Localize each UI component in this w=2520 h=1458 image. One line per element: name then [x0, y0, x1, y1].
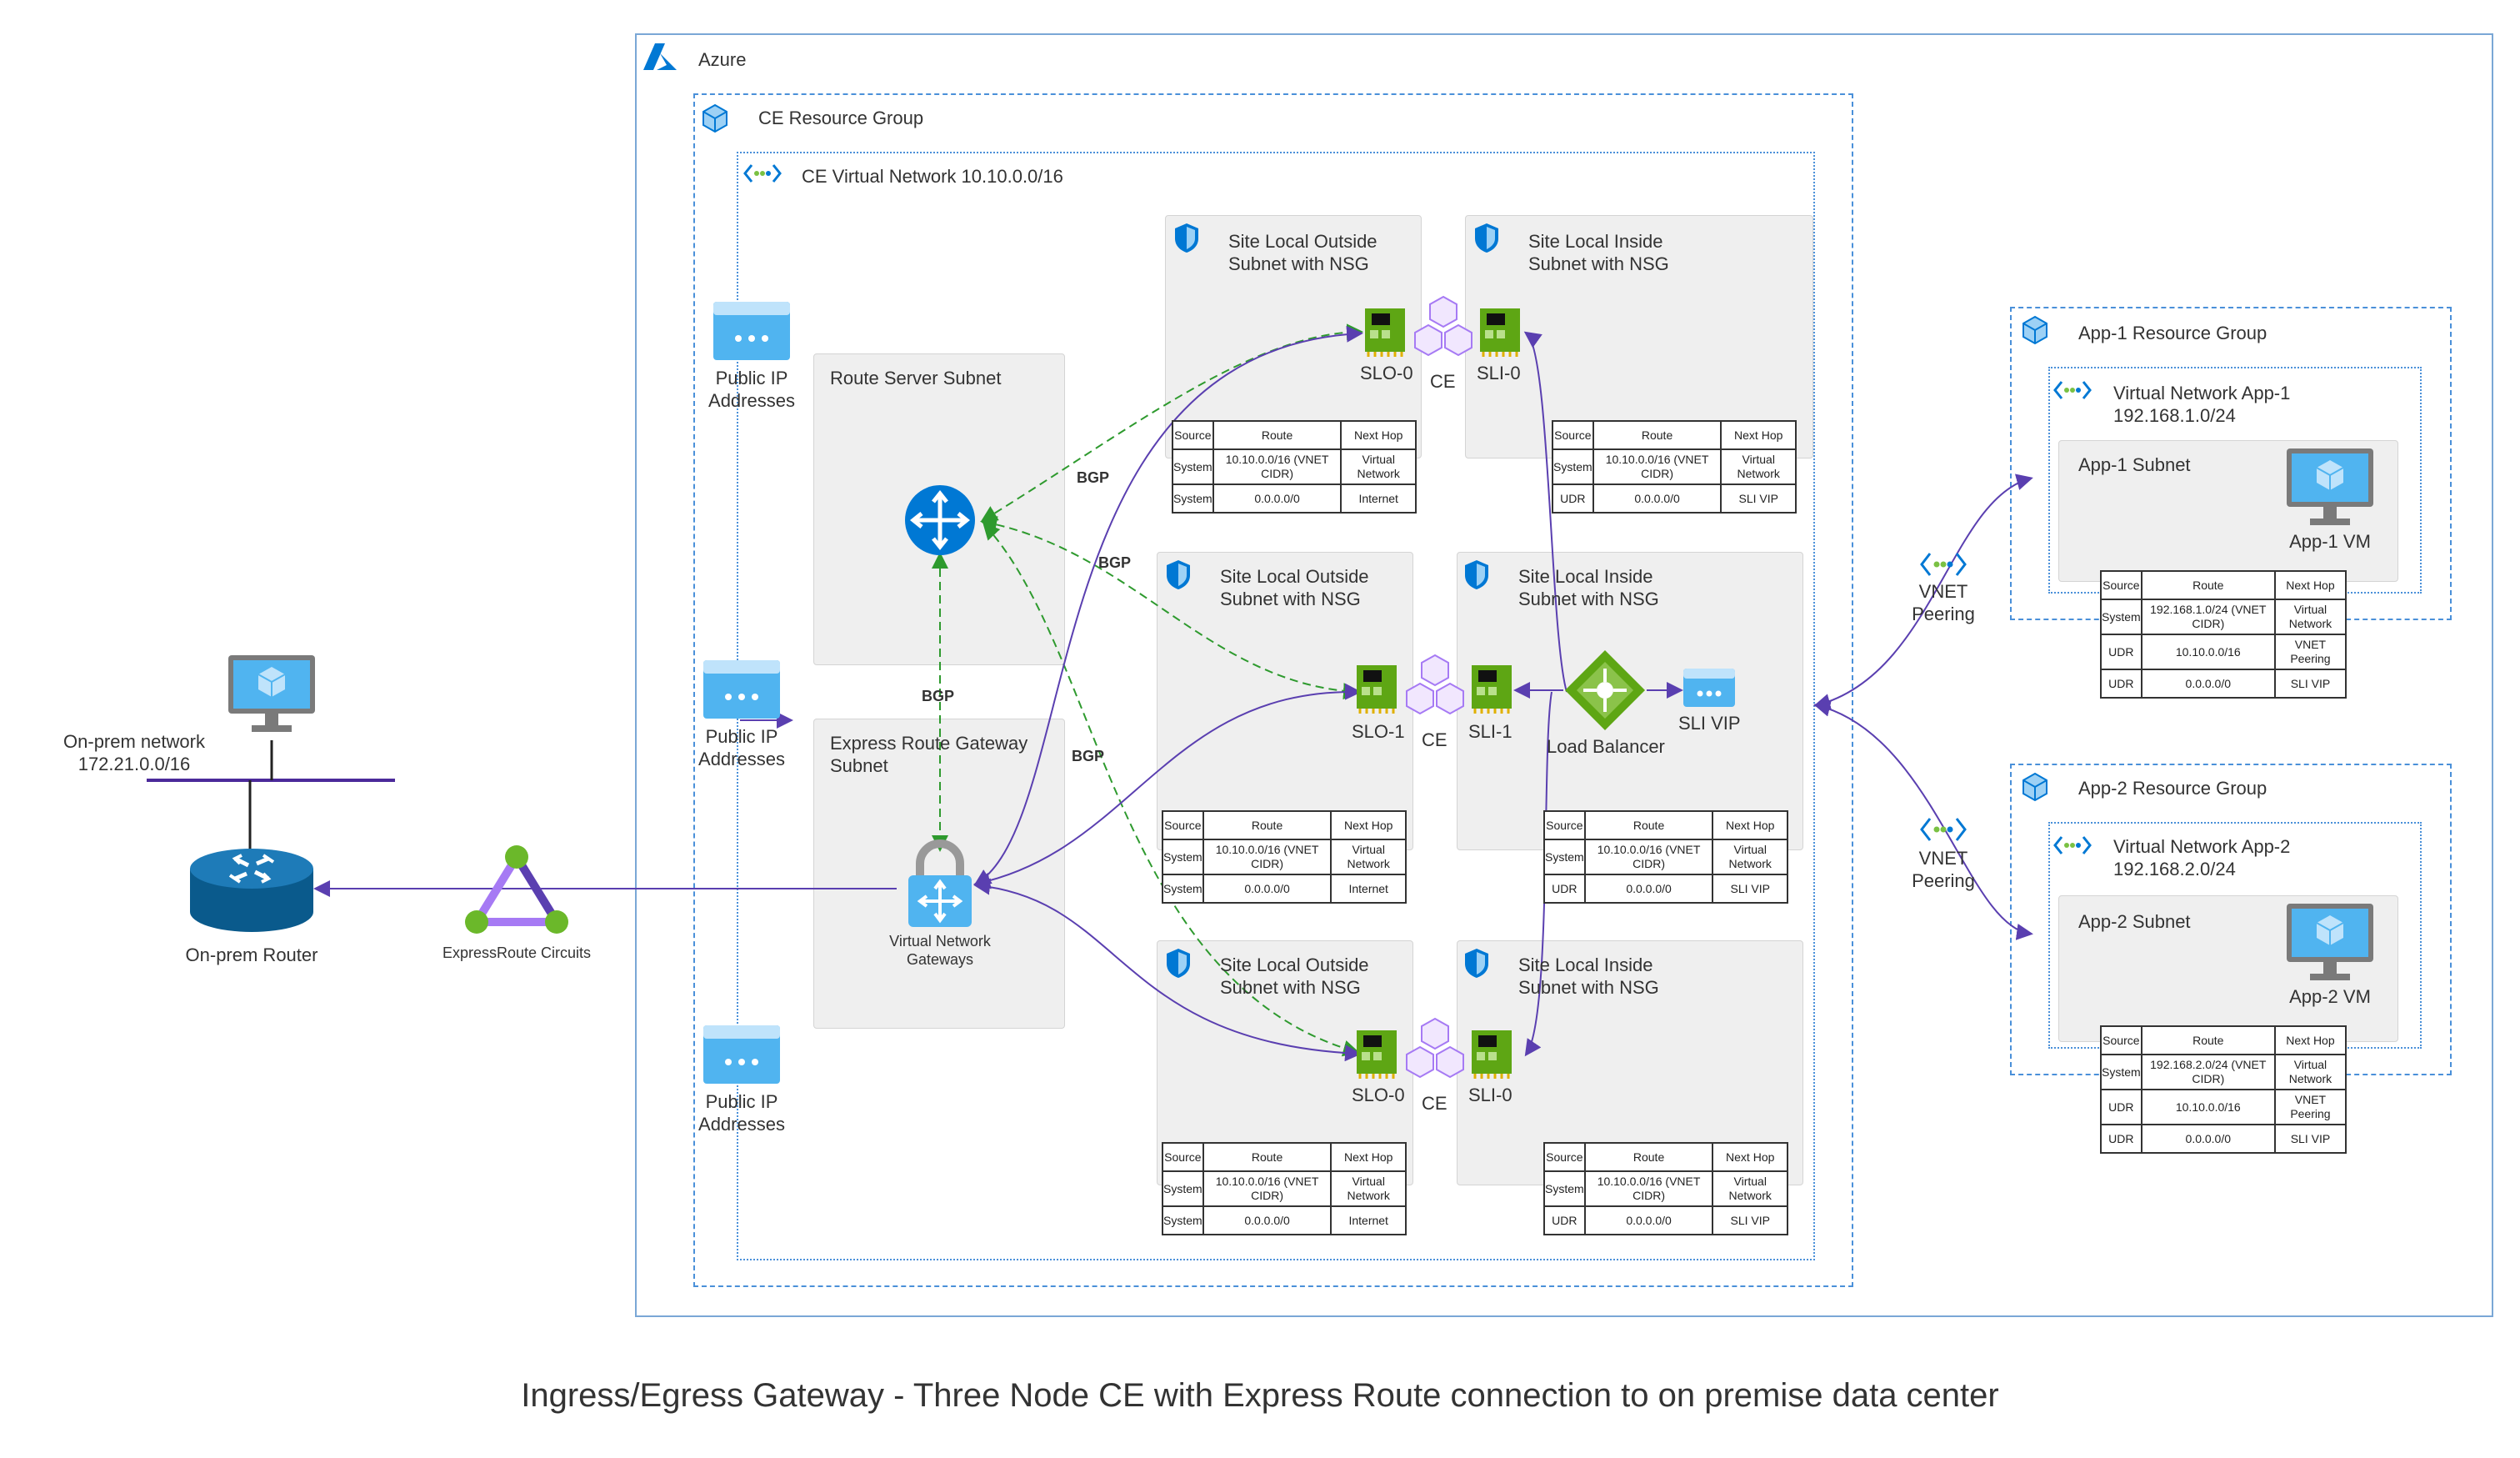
nsg-shield-icon [1173, 222, 1200, 258]
nic-icon [1470, 664, 1513, 718]
bgp-label: BGP [1072, 748, 1105, 764]
nic-icon [1355, 1029, 1398, 1083]
router-icon [187, 844, 317, 939]
link-peering-app1 [1813, 473, 2033, 710]
diagram-title: Ingress/Egress Gateway - Three Node CE w… [521, 1377, 1999, 1414]
link-gw-slo1 [973, 683, 1362, 889]
nsg-shield-icon [1165, 559, 1192, 594]
azure-container [635, 33, 2493, 1317]
vnet-peering-icon [1918, 815, 1968, 848]
resource-group-icon [2018, 770, 2052, 808]
nic-icon [1355, 664, 1398, 718]
ce-node-icon [1402, 652, 1468, 731]
ce-node-icon [1402, 1015, 1468, 1095]
ce-label: CE [1422, 1093, 1448, 1114]
resource-group-icon [2018, 313, 2052, 351]
nic-icon [1470, 1029, 1513, 1083]
load-balancer-icon [1563, 649, 1647, 736]
resource-group-icon [698, 102, 732, 139]
public-ip-icon [702, 1024, 782, 1090]
vnet-icon [743, 162, 782, 189]
onprem-router-label: On-prem Router [185, 944, 318, 965]
route-server-icon [903, 483, 977, 561]
ce-label: CE [1430, 371, 1456, 392]
sli0-label: SLI-0 [1477, 363, 1521, 383]
bgp-label: BGP [922, 688, 955, 704]
azure-logo-icon [642, 42, 678, 76]
ce-vnet-label: CE Virtual Network 10.10.0.0/16 [802, 166, 1063, 187]
virtual-network-gateway-icon [905, 835, 975, 933]
nsg-shield-icon [1463, 947, 1490, 983]
bgp-label: BGP [1077, 469, 1110, 486]
ce-resource-group-label: CE Resource Group [758, 108, 924, 128]
load-balancer-label: Load Balancer [1547, 736, 1665, 757]
sli-subnet-0 [1465, 215, 1813, 458]
nic-icon [1478, 307, 1522, 361]
sli-vip-icon [1682, 667, 1737, 713]
public-ip-icon [712, 300, 792, 366]
public-ip-icon [702, 659, 782, 724]
vnet-icon [2053, 378, 2092, 406]
route-server-subnet-label: Route Server Subnet [830, 368, 1002, 388]
app1-vm-icon [2285, 447, 2375, 534]
onprem-vm-icon [227, 654, 317, 741]
azure-label: Azure [698, 49, 747, 70]
sli0-label: SLI-0 [1468, 1085, 1512, 1105]
nsg-shield-icon [1473, 222, 1500, 258]
link-gw-slo2 [973, 878, 1362, 1062]
ce-label: CE [1422, 729, 1448, 750]
expressroute-circuits-label: ExpressRoute Circuits [442, 944, 592, 961]
ce-node-icon [1410, 293, 1477, 373]
app2-vm-label: App-2 VM [2289, 986, 2371, 1007]
app1-resource-group-label: App-1 Resource Group [2078, 323, 2268, 343]
expressroute-circuits-icon [463, 845, 570, 941]
nic-icon [1363, 307, 1407, 361]
app2-vm-icon [2285, 902, 2375, 990]
vnet-peering-icon [1918, 550, 1968, 583]
sli-vip-label: SLI VIP [1678, 713, 1741, 734]
link-lb-sli0 [1523, 331, 1568, 693]
app2-resource-group-label: App-2 Resource Group [2078, 778, 2268, 799]
nsg-shield-icon [1165, 947, 1192, 983]
app1-vm-label: App-1 VM [2289, 531, 2371, 552]
sli1-label: SLI-1 [1468, 721, 1512, 742]
slo0-label: SLO-0 [1360, 363, 1413, 383]
nsg-shield-icon [1463, 559, 1490, 594]
slo1-label: SLO-1 [1352, 721, 1405, 742]
slo0-label: SLO-0 [1352, 1085, 1405, 1105]
bgp-label: BGP [1098, 554, 1132, 571]
app1-subnet-label: App-1 Subnet [2078, 454, 2191, 475]
vnet-icon [2053, 834, 2092, 861]
app2-subnet-label: App-2 Subnet [2078, 911, 2191, 932]
